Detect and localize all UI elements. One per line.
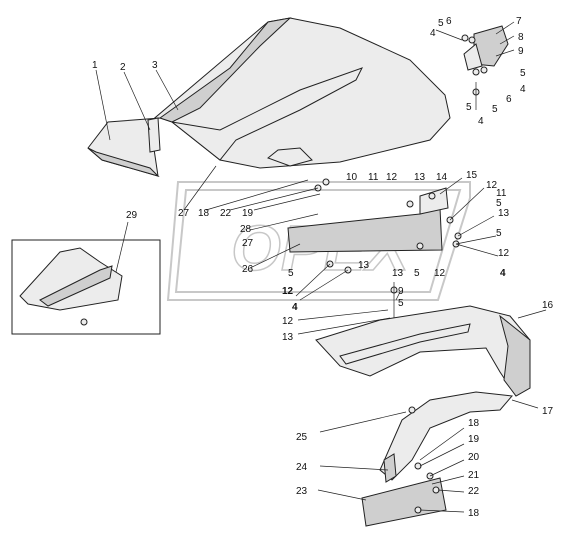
callout-23: 23 bbox=[296, 486, 308, 497]
callout-9: 9 bbox=[398, 286, 404, 297]
callout-5: 5 bbox=[466, 102, 472, 113]
callout-10: 10 bbox=[346, 172, 358, 183]
callout-5: 5 bbox=[398, 298, 404, 309]
callout-11: 11 bbox=[368, 172, 379, 183]
callout-24: 24 bbox=[296, 462, 308, 473]
callout-4: 4 bbox=[520, 84, 526, 95]
callout-7: 7 bbox=[516, 16, 522, 27]
callout-18: 18 bbox=[468, 418, 480, 429]
callout-9: 9 bbox=[518, 46, 524, 57]
callout-4: 4 bbox=[430, 28, 436, 39]
callout-29: 29 bbox=[126, 210, 138, 221]
callout-13: 13 bbox=[392, 268, 404, 279]
callout-26: 26 bbox=[242, 264, 254, 275]
callout-13: 13 bbox=[498, 208, 510, 219]
callout-11: 11 bbox=[496, 188, 507, 199]
callout-2: 2 bbox=[120, 62, 126, 73]
callout-27: 27 bbox=[178, 208, 190, 219]
callout-22: 22 bbox=[220, 208, 232, 219]
callout-18: 18 bbox=[468, 508, 480, 519]
callout-15: 15 bbox=[466, 170, 478, 181]
top-fender bbox=[87, 17, 451, 178]
callout-12: 12 bbox=[434, 268, 446, 279]
callout-21: 21 bbox=[468, 470, 480, 481]
callout-5: 5 bbox=[496, 198, 502, 209]
callout-13: 13 bbox=[414, 172, 426, 183]
callout-16: 16 bbox=[542, 300, 554, 311]
callout-12: 12 bbox=[386, 172, 398, 183]
callout-1: 1 bbox=[92, 60, 98, 71]
callout-12: 12 bbox=[498, 248, 510, 259]
callout-6: 6 bbox=[506, 94, 512, 105]
callout-labels: 1 2 3 4 4 4 4 4 5 5 5 5 5 5 5 5 5 6 6 7 … bbox=[92, 16, 554, 519]
bottom-mudflap-assembly bbox=[361, 391, 513, 527]
callout-12: 12 bbox=[282, 286, 294, 297]
callout-3: 3 bbox=[152, 60, 158, 71]
callout-4: 4 bbox=[500, 268, 506, 279]
callout-5: 5 bbox=[496, 228, 502, 239]
callout-5: 5 bbox=[438, 18, 444, 29]
callout-17: 17 bbox=[542, 406, 554, 417]
inset-detail bbox=[11, 239, 161, 335]
callout-13: 13 bbox=[358, 260, 370, 271]
right-fender bbox=[315, 305, 531, 397]
callout-4: 4 bbox=[478, 116, 484, 127]
callout-27: 27 bbox=[242, 238, 254, 249]
callout-20: 20 bbox=[468, 452, 480, 463]
callout-8: 8 bbox=[518, 32, 524, 43]
middle-support-bar bbox=[287, 178, 462, 320]
callout-18: 18 bbox=[198, 208, 210, 219]
callout-25: 25 bbox=[296, 432, 308, 443]
callout-19: 19 bbox=[468, 434, 480, 445]
callout-5: 5 bbox=[414, 268, 420, 279]
callout-19: 19 bbox=[242, 208, 254, 219]
callout-12: 12 bbox=[282, 316, 294, 327]
callout-4: 4 bbox=[292, 302, 298, 313]
callout-28: 28 bbox=[240, 224, 252, 235]
callout-13: 13 bbox=[282, 332, 294, 343]
callout-5: 5 bbox=[492, 104, 498, 115]
callout-5: 5 bbox=[288, 268, 294, 279]
callout-22: 22 bbox=[468, 486, 480, 497]
leader-lines bbox=[95, 21, 547, 513]
callout-12: 12 bbox=[486, 180, 498, 191]
callout-14: 14 bbox=[436, 172, 448, 183]
top-right-bracket bbox=[461, 25, 509, 110]
callout-6: 6 bbox=[446, 16, 452, 27]
callout-5: 5 bbox=[520, 68, 526, 79]
